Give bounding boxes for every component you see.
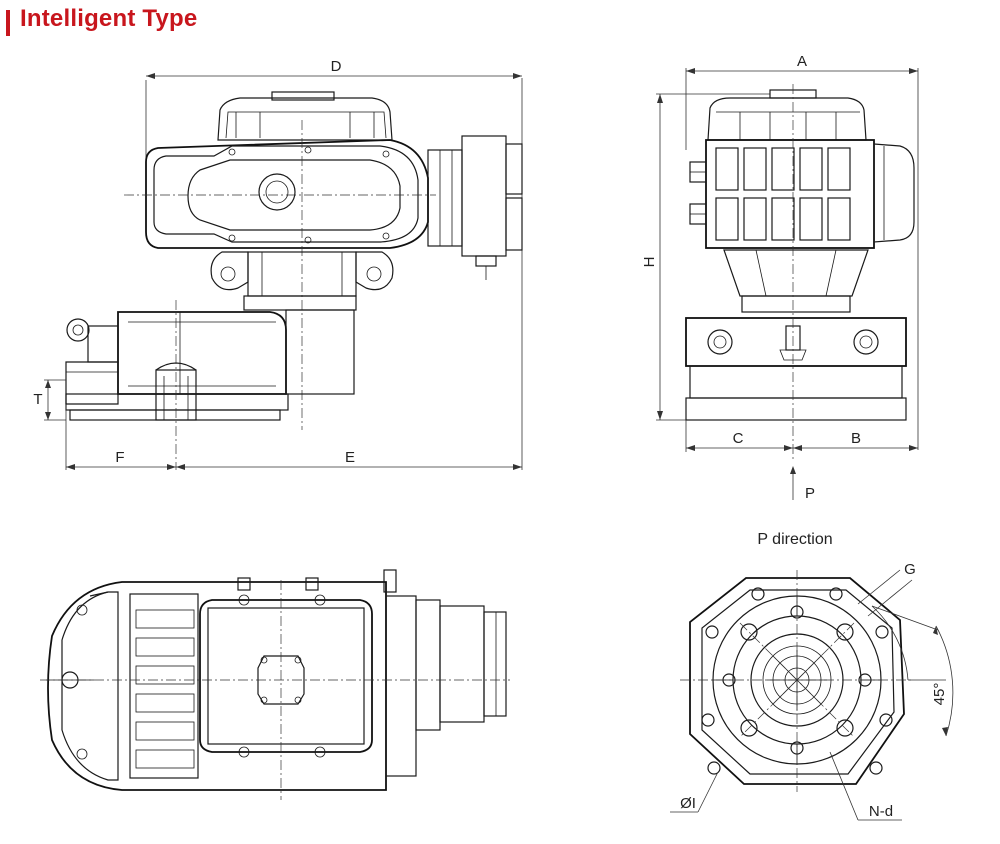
label-angle: 45° [931, 683, 948, 706]
front-view: D [33, 58, 523, 470]
flange-view-title: P direction [757, 531, 832, 548]
title-accent-bar [6, 10, 10, 36]
dim-label-e: E [345, 449, 355, 466]
dim-label-f: F [115, 449, 124, 466]
dim-label-h: H [641, 257, 658, 268]
label-n-d: N-d [869, 803, 893, 820]
top-view [40, 569, 510, 800]
flange-view: P direction [670, 531, 954, 821]
dim-label-d: D [331, 58, 342, 75]
dim-label-b: B [851, 430, 861, 447]
side-view: A H [641, 53, 919, 502]
dim-label-c: C [733, 430, 744, 447]
direction-label-p: P [805, 485, 815, 502]
label-g: G [904, 561, 916, 578]
page-title: Intelligent Type [20, 5, 198, 32]
dim-label-a: A [797, 53, 807, 70]
label-diameter-i: ØI [680, 795, 696, 812]
dim-label-t: T [33, 391, 42, 408]
